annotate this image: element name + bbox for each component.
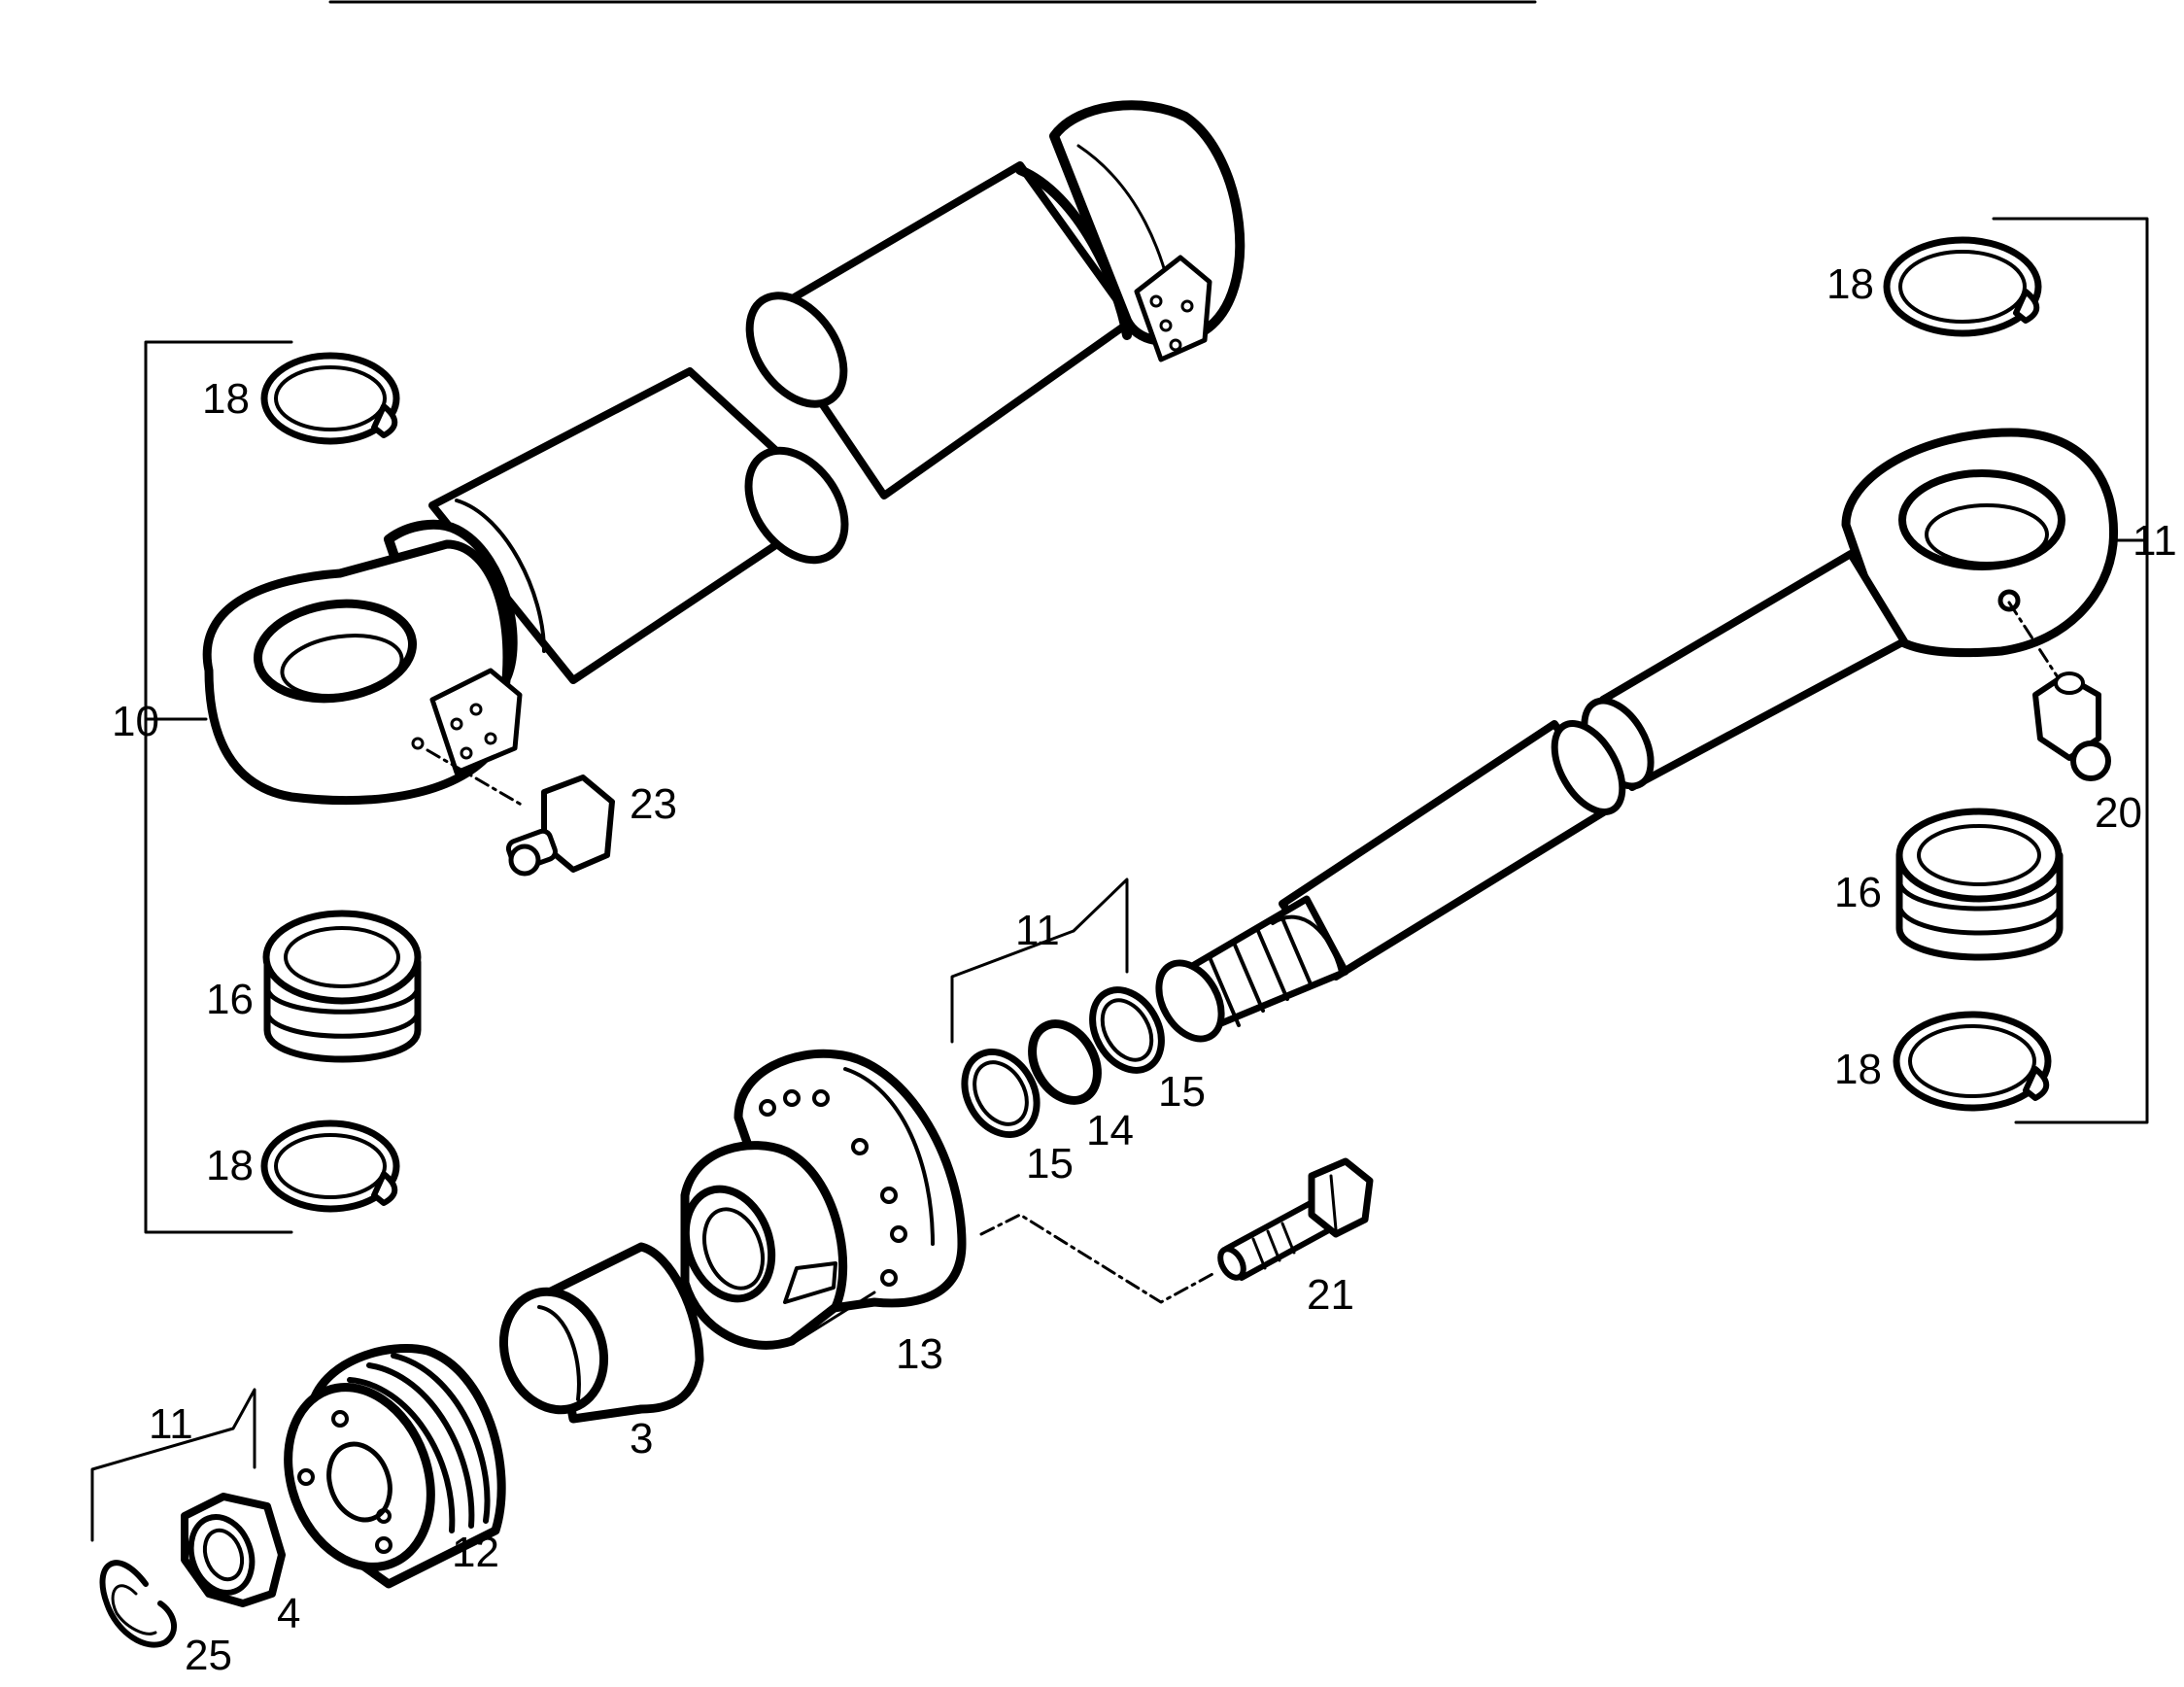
leader-line-21 (979, 1213, 1216, 1304)
circlip-18-right-bottom (1893, 1011, 2052, 1112)
callout-10: 10 (112, 698, 159, 745)
callout-11-right: 11 (2133, 517, 2177, 565)
bolt-21 (1217, 1157, 1374, 1281)
callout-18-right-top: 18 (1826, 260, 1874, 308)
callout-21: 21 (1307, 1271, 1354, 1319)
grease-fitting-23 (505, 775, 615, 877)
callout-15-right: 15 (1158, 1068, 1206, 1116)
bearing-16-left (262, 910, 422, 1063)
callout-16-right: 16 (1834, 869, 1882, 916)
left-group-bracket (144, 340, 293, 1234)
bottom-seal-kit-bracket (90, 1388, 256, 1542)
callout-12: 12 (452, 1529, 499, 1576)
seal-ring-15-right (1089, 986, 1165, 1074)
bearing-16-right (1895, 808, 2064, 961)
circlip-18-right-top (1883, 236, 2042, 337)
callout-11-middle: 11 (1015, 907, 1060, 954)
callout-18-left-bottom: 18 (206, 1142, 254, 1189)
leader-line-20 (2007, 601, 2062, 682)
o-ring-14 (1028, 1019, 1102, 1105)
cylinder-barrel (202, 100, 1246, 806)
snap-ring-25 (99, 1560, 177, 1648)
callout-20: 20 (2095, 789, 2142, 837)
callout-23: 23 (630, 780, 677, 828)
callout-16-left: 16 (206, 976, 254, 1023)
callout-18-right-bottom: 18 (1834, 1046, 1882, 1093)
callout-11-bottom: 11 (149, 1400, 193, 1448)
grease-fitting-20 (2032, 671, 2111, 781)
circlip-18-left-bottom (260, 1119, 400, 1213)
leader-line-23 (426, 748, 527, 809)
piston-rod (1155, 428, 2119, 1043)
callout-13: 13 (896, 1330, 943, 1378)
lock-nut-4 (181, 1493, 286, 1607)
spacer-3 (498, 1242, 704, 1424)
right-group-bracket (1992, 217, 2149, 1124)
callout-3: 3 (630, 1415, 653, 1463)
callout-18-left-top: 18 (202, 375, 250, 423)
seal-ring-15-left (961, 1048, 1041, 1139)
middle-seal-kit-bracket (950, 878, 1129, 1044)
callout-14: 14 (1086, 1107, 1134, 1154)
piston-12 (284, 1344, 506, 1589)
cylinder-head-13 (680, 1049, 967, 1350)
callout-4: 4 (277, 1590, 300, 1637)
callout-15-left: 15 (1026, 1140, 1074, 1188)
callout-25: 25 (185, 1632, 232, 1679)
circlip-18-left-top (260, 352, 400, 445)
